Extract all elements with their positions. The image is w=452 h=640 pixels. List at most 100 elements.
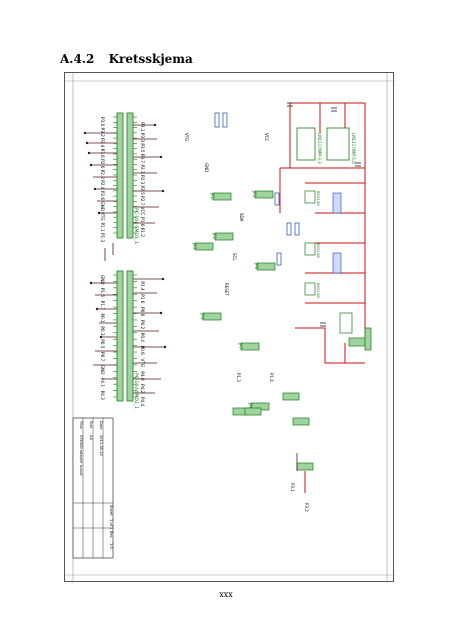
jumper-connector [202, 312, 222, 321]
header-2-pin-label: P0.3 [100, 326, 105, 336]
jumper-label: JP2 [212, 232, 217, 240]
net-label: VTG [184, 133, 189, 141]
title-block-title-key: Title [79, 420, 83, 429]
header-1-pin-label: P3.7 [140, 154, 145, 164]
header-1-pin-label: VCC [140, 207, 145, 216]
header-1-pin-label: VTG [100, 212, 105, 221]
net-junctions [83, 123, 167, 349]
transistor-2-label: BSS138 [316, 243, 321, 258]
jumper-connector [256, 262, 276, 271]
header-1-name: PC-104-SMD1_1 [133, 208, 139, 244]
header-1-pin-label: P3.3 [140, 133, 145, 143]
header-1-pin-label: P1.3 [100, 233, 105, 243]
jumper-connector [212, 192, 232, 201]
header-2-pin-label: P0.4 [140, 333, 145, 343]
jumper-label: JP6 [254, 262, 259, 270]
jumper-label: JP7 [238, 342, 243, 350]
power-wiring [279, 102, 366, 364]
header-2-pin-label: P4.3 [100, 391, 105, 401]
title-block-date-value: 2011-05-12 [99, 435, 103, 456]
title-block: Title STK500 adapter board Size A4 Date … [72, 417, 114, 559]
header-1-pin-label: P1.2 [140, 228, 145, 238]
header-1-pin-label: P3.5 [140, 143, 145, 153]
net-label: P3.1 [290, 483, 295, 492]
title-block-sheet-key: Sheet [109, 505, 113, 516]
header-2-pin-label: P0.5 [100, 339, 105, 349]
header-2-pin-label: P0.6 [140, 346, 145, 356]
header-1-pin-label: P2.7 [140, 196, 145, 206]
jumper-connector [240, 342, 260, 351]
jumper-label: JP4 [200, 312, 205, 320]
header-2-pin-label: P4.1 [100, 378, 105, 388]
header-2-pin-label: P0.2 [140, 320, 145, 330]
regulator-1-label: LM1117IMP-5.0 [351, 133, 356, 164]
jumper-label: JP3 [192, 242, 197, 250]
net-label: SDA [239, 213, 244, 222]
header-1-pin-label: P2.5 [140, 186, 145, 196]
title-block-sheet-value: 1 of 1 [109, 519, 113, 529]
header-2-pin-label: P1.4 [140, 281, 145, 291]
header-2-pin-label: P4.2 [140, 384, 145, 394]
header-1-pin-label: GND [100, 201, 105, 211]
net-label: P1.3 [236, 373, 241, 382]
header-2-pin-label: P1.5 [100, 288, 105, 298]
header-1-pin-label: P1.1 [100, 222, 105, 232]
net-label: SCL [232, 253, 237, 261]
title-block-size-value: A4 [89, 435, 93, 440]
wires-left [85, 124, 165, 394]
section-number: A.4.2 [60, 52, 95, 66]
title-block-rev-key: Rev [109, 531, 113, 539]
header-1-pin-label: P2.2 [100, 170, 105, 180]
schematic-drawing: P3.0P3.1P3.2P3.3P3.4P3.5P3.6P3.7P2.0P2.1… [65, 73, 395, 583]
header-2-pin-label: GND [100, 365, 105, 375]
voltage-regulators: LM1117IMP-5.0 LM1117IMP-3.3 [296, 127, 356, 164]
net-label: P3.2 [304, 503, 309, 512]
bottom-jumpers [232, 392, 314, 493]
header-2-pin-label: P1.6 [140, 294, 145, 304]
header-1-pin-label: P2.3 [140, 175, 145, 185]
page-number: xxx [219, 590, 233, 599]
title-block-date-key: Date [99, 421, 103, 430]
resistors [214, 112, 300, 266]
title-block-size-key: Size [89, 421, 93, 429]
header-2-pin-label: P4.0 [140, 371, 145, 381]
header-2-pin-label: P0.0 [140, 307, 145, 317]
jumper-connector [194, 242, 214, 251]
jumper-connector [254, 190, 274, 199]
header-2-pin-label: P1.7 [100, 301, 105, 311]
header-1-pin-label: P3.0 [100, 117, 105, 127]
net-label: RESET [224, 283, 229, 296]
jumper-label: JP8 [248, 402, 253, 410]
header-2-pin-label: P4.4 [140, 397, 145, 407]
header-2-pin-label: GND [100, 275, 105, 285]
header-2-pin-label: P0.1 [100, 314, 105, 324]
header-1-pin-label: P2.4 [100, 180, 105, 190]
header-1-pin-label: P3.1 [140, 122, 145, 132]
power-jack [348, 327, 372, 351]
header-2-pin-label: P0.7 [100, 352, 105, 362]
header-1-pin-label: P1.0 [140, 217, 145, 227]
header-1-pin-label: P2.0 [100, 159, 105, 169]
net-label: GND [204, 163, 209, 172]
level-shifter: BSS138 BSS138 BSS138 [304, 190, 353, 334]
transistor-3-label: BSS138 [316, 283, 321, 298]
jumper-connector [214, 232, 234, 241]
header-connector-1: P3.0P3.1P3.2P3.3P3.4P3.5P3.6P3.7P2.0P2.1… [100, 112, 145, 244]
title-block-title-value: STK500 adapter board [79, 435, 83, 475]
header-1-pin-label: P3.2 [100, 128, 105, 138]
header-1-pin-label: P2.1 [140, 164, 145, 174]
transistor-1-label: BSS138 [316, 191, 321, 206]
header-2-name: PC-104-SMD2_1 [133, 373, 139, 409]
net-label: VCC [264, 133, 269, 142]
section-heading: A.4.2 Kretsskjema [60, 52, 193, 66]
header-connector-2: GND P1.4P1.5P1.6P1.7P0.0P0.1P0.2P0.3P0.4P… [100, 270, 145, 409]
net-label: P1.4 [269, 373, 274, 382]
jumper-label: JP5 [252, 190, 257, 198]
regulator-2-label: LM1117IMP-3.3 [317, 133, 322, 164]
title-block-rev-value: 1.0 [109, 543, 113, 549]
jumper-label: JP1 [210, 192, 215, 200]
header-1-pin-label: P2.6 [100, 191, 105, 201]
section-title: Kretsskjema [108, 52, 193, 66]
